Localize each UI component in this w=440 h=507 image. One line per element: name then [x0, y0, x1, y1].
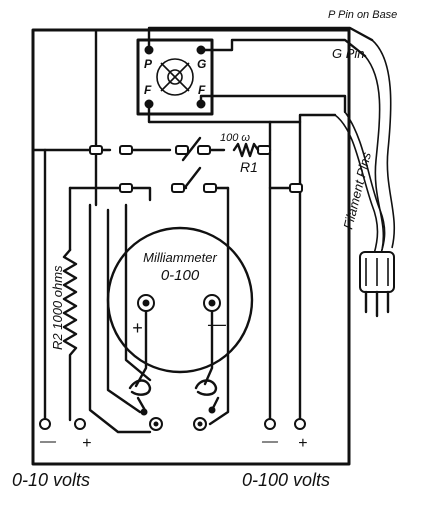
terminal-tabs — [89, 145, 303, 193]
r2-label: R2 1000 ohms — [50, 265, 65, 350]
meter-title: Milliammeter — [143, 250, 217, 265]
socket-pin-g-label: G — [197, 57, 206, 71]
r1-name-label: R1 — [240, 159, 258, 175]
meter-range: 0-100 — [161, 267, 200, 284]
terminal-100v-positive-symbol: + — [298, 435, 307, 452]
terminal-10v-positive-symbol: + — [82, 435, 91, 452]
scale-10v-label: 0-10 volts — [12, 470, 90, 490]
scale-100v-label: 0-100 volts — [242, 470, 330, 490]
terminal-100v-negative-symbol: — — [261, 433, 279, 450]
resistor-r1: 100 ω R1 — [220, 132, 260, 175]
g-pin-label: G Pin — [332, 46, 365, 61]
meter-minus-label: — — [207, 314, 227, 334]
lower-switch-contacts — [128, 379, 220, 431]
binding-posts: — + — + — [39, 148, 307, 452]
socket-pin-p-label: P — [144, 57, 153, 71]
socket-pin-f-left-label: F — [144, 83, 152, 97]
terminal-10v-negative-symbol: — — [39, 433, 57, 450]
tube-base-plug — [334, 39, 396, 318]
r1-value-label: 100 ω — [220, 132, 250, 144]
resistor-r2: R2 1000 ohms — [50, 248, 78, 422]
filament-pins-label: Filament Pins — [340, 150, 374, 231]
meter-plus-label: + — [132, 318, 143, 338]
callout-labels: P Pin on Base G Pin Filament Pins — [328, 9, 397, 231]
wiring — [31, 26, 374, 434]
socket-pin-f-right-label: F — [198, 83, 206, 97]
voltage-scale-labels: 0-10 volts 0-100 volts — [12, 470, 330, 490]
p-pin-on-base-label: P Pin on Base — [328, 9, 397, 21]
panel-frame — [31, 28, 351, 466]
milliammeter: Milliammeter 0-100 + — — [106, 226, 254, 374]
